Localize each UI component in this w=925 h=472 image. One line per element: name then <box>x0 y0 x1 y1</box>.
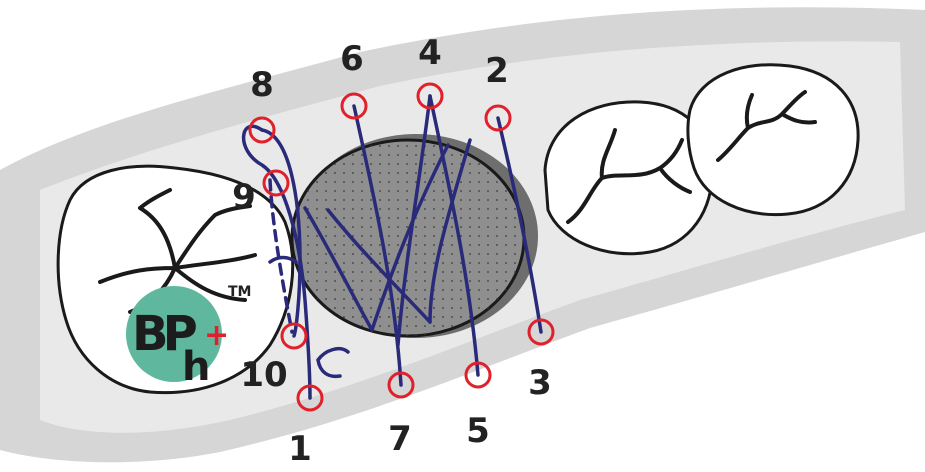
suture-cross-e <box>428 138 472 324</box>
suture-cross-c <box>396 94 432 347</box>
suture-cross-a <box>303 206 374 332</box>
label-2: 2 <box>485 51 509 91</box>
label-9: 9 <box>232 177 256 217</box>
point-labels: 1 2 3 4 5 6 7 8 9 10 <box>232 33 552 469</box>
label-6: 6 <box>340 39 364 79</box>
label-10: 10 <box>240 355 287 395</box>
label-3: 3 <box>528 363 552 403</box>
suture-knot <box>316 347 350 379</box>
suture-8-loop <box>241 124 312 400</box>
marker-1 <box>296 384 324 412</box>
suture-6-7 <box>352 104 403 387</box>
logo-disc <box>126 286 222 382</box>
marker-10 <box>280 322 308 350</box>
marker-9 <box>262 169 290 197</box>
marker-8 <box>248 116 276 144</box>
label-7: 7 <box>388 419 412 459</box>
marker-2 <box>484 104 512 132</box>
suture-threads <box>241 94 543 400</box>
left-molar <box>56 164 295 395</box>
marker-5 <box>464 361 492 389</box>
suture-8-9-dash <box>268 178 294 334</box>
suture-cross-d <box>326 208 432 324</box>
suture-8-back <box>260 128 302 338</box>
right-tooth-2 <box>686 63 860 217</box>
label-5: 5 <box>466 411 490 451</box>
label-8: 8 <box>250 65 274 105</box>
marker-6 <box>340 92 368 120</box>
marker-3 <box>527 318 555 346</box>
label-4: 4 <box>418 33 442 73</box>
marker-7 <box>387 371 415 399</box>
marker-4 <box>416 82 444 110</box>
bph-logo: BP h + TM <box>126 284 251 390</box>
logo-plus: + <box>204 318 229 353</box>
logo-trademark: TM <box>228 284 251 300</box>
point-markers <box>248 82 555 412</box>
suture-4-5 <box>428 94 480 377</box>
logo-letter-h: h <box>182 344 210 390</box>
suture-2-3 <box>496 116 543 334</box>
label-1: 1 <box>288 429 312 469</box>
suture-cross-b <box>370 143 450 332</box>
suture-small-knot <box>268 255 298 264</box>
logo-letters: BP <box>132 306 197 362</box>
